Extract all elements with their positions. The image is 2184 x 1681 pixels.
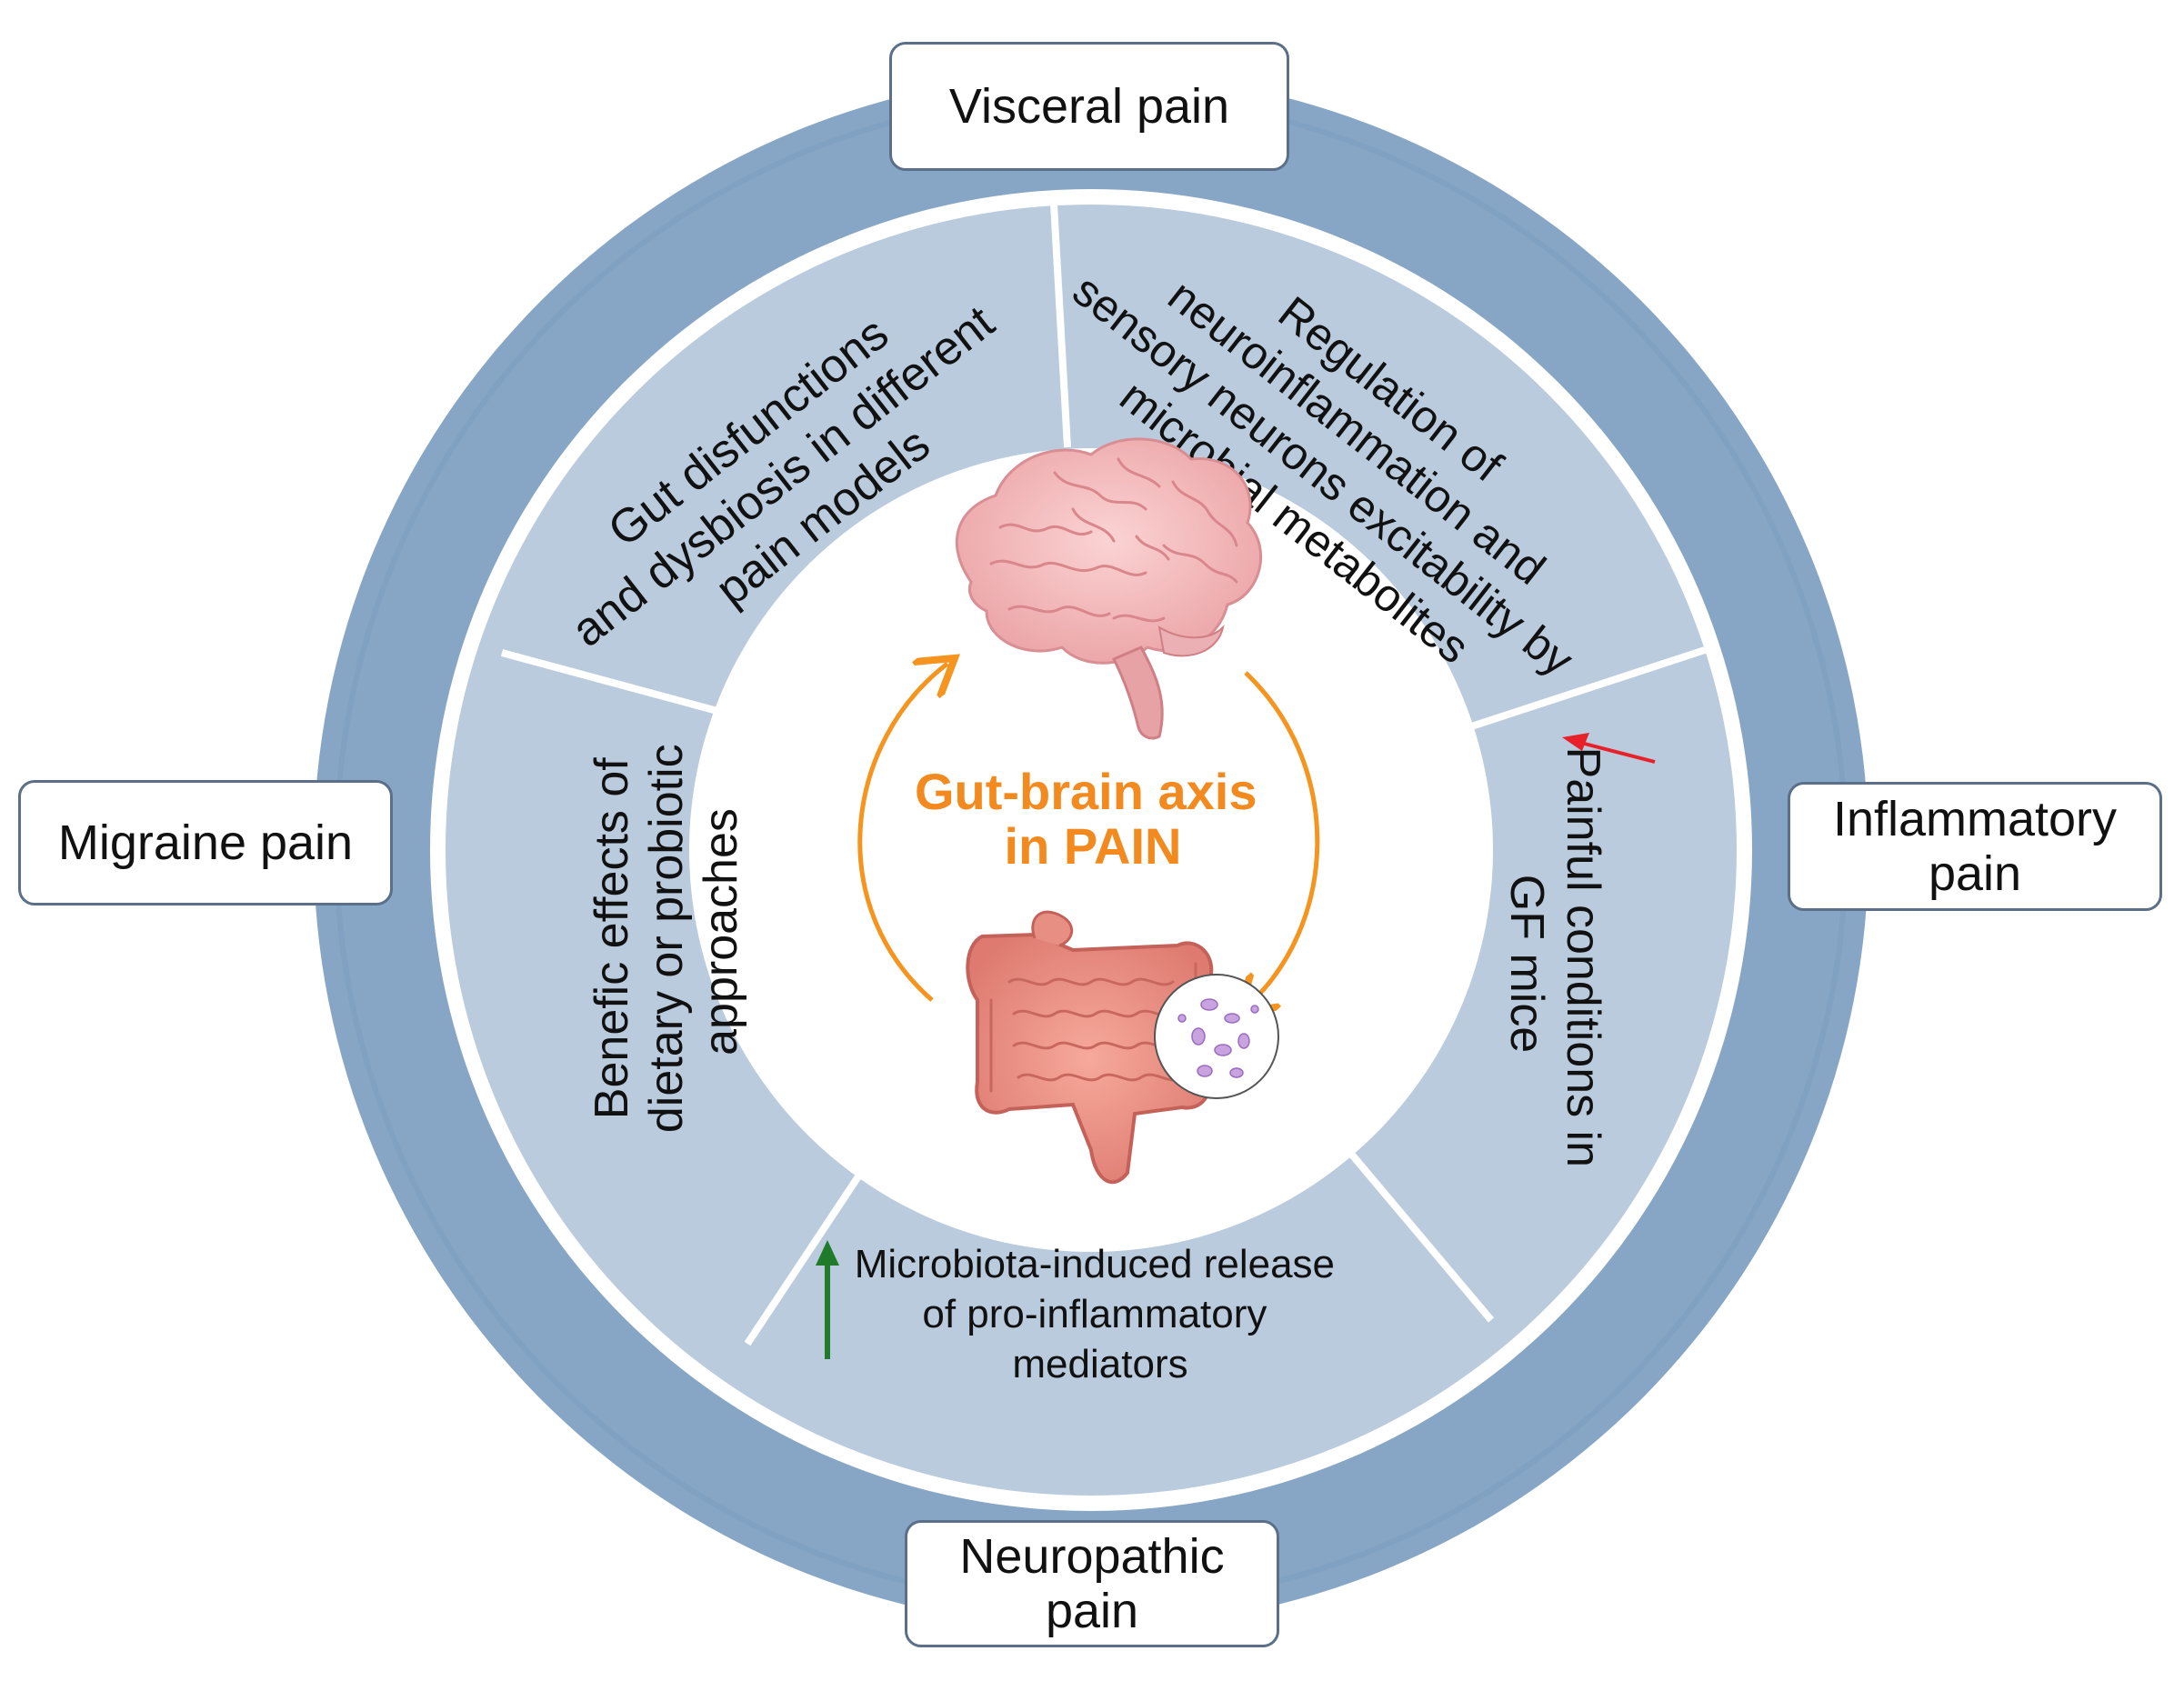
segment-text-line: dietary or probiotic (640, 744, 693, 1133)
label-neuropathic-pain: Neuropathic pain (905, 1520, 1279, 1647)
label-text: Migraine pain (57, 815, 354, 870)
label-migraine-pain: Migraine pain (18, 780, 393, 906)
inner-ring (446, 205, 1737, 1496)
segment-text-line: Benefic effects of (586, 757, 638, 1120)
segment-text-line: Painful conditions in (1557, 747, 1609, 1168)
segment-dividers (500, 203, 1707, 1346)
label-text: Inflammatory pain (1832, 792, 2118, 901)
cycle-arrows (857, 664, 1320, 1007)
arrow-up-left-icon (857, 664, 947, 1002)
divider-top (1050, 203, 1071, 448)
label-text: Neuropathic pain (959, 1529, 1225, 1638)
svg-text:Gut-brain axis in PAIN: Gut-brain axis in PAIN (915, 763, 1271, 875)
intestine-icon (966, 910, 1214, 1185)
brain-icon (956, 437, 1263, 740)
segment-benefic-effects: Benefic effects of dietary or probiotic … (586, 731, 747, 1133)
green-up-arrow-icon (816, 1240, 839, 1359)
segment-text-line: approaches (695, 808, 747, 1056)
divider-left (500, 649, 729, 717)
segment-text-line: mediators (1012, 1342, 1187, 1386)
red-arrow-icon (1562, 733, 1656, 764)
svg-text:Painful conditions in GF: Painful conditions in GF mice (1500, 747, 1609, 1181)
divider-right-lower (1333, 1134, 1495, 1323)
svg-text:Microbiota-induced release: Microbiota-induced release of pro-inflam… (855, 1242, 1347, 1386)
divider-right-upper (1453, 646, 1707, 735)
arrow-down-right-icon (1246, 671, 1320, 1007)
divider-bottom-left (744, 1166, 867, 1346)
label-visceral-pain: Visceral pain (889, 42, 1289, 171)
center-title: Gut-brain axis in PAIN (915, 763, 1271, 875)
segment-painful-conditions: Painful conditions in GF mice (1500, 747, 1609, 1181)
microbiota-icon (1154, 974, 1279, 1099)
center-title-line1: Gut-brain axis (915, 763, 1257, 820)
segment-microbiota-release: Microbiota-induced release of pro-inflam… (855, 1242, 1347, 1386)
center-title-line2: in PAIN (1005, 817, 1182, 875)
segment-text-line: of pro-inflammatory (922, 1292, 1267, 1336)
segment-text-line: GF mice (1500, 875, 1553, 1053)
label-inflammatory-pain: Inflammatory pain (1788, 782, 2162, 911)
segment-text-line: Microbiota-induced release (855, 1242, 1335, 1286)
svg-text:Benefic effects of dieta: Benefic effects of dietary or probiotic … (586, 731, 747, 1133)
label-text: Visceral pain (948, 79, 1230, 134)
